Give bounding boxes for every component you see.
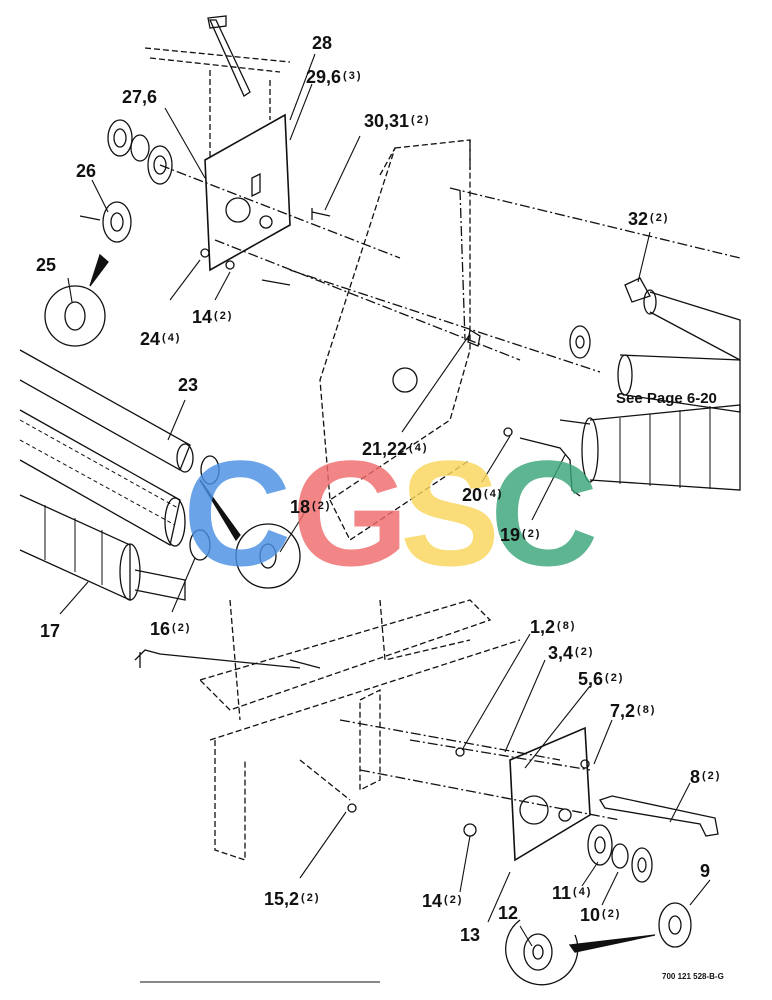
- rod-lower: [134, 649, 301, 669]
- callout-5-6: 5,6(2): [578, 669, 625, 689]
- drawing-code: 700 121 528-B-G: [662, 972, 724, 981]
- callout-18: 18(2): [290, 497, 332, 517]
- watermark-letter-g: G: [292, 429, 409, 597]
- slatted-roller: [19, 409, 186, 547]
- callout-26: 26: [76, 161, 97, 181]
- bar-8: [599, 795, 719, 837]
- callout-11: 11(4): [552, 883, 593, 903]
- callout-21-22: 21,22(4): [362, 439, 429, 459]
- callout-12: 12: [498, 903, 519, 923]
- see-page-note: See Page 6-20: [616, 390, 717, 407]
- callout-14-lower: 14(2): [422, 891, 464, 911]
- right-drive-roller: [617, 354, 741, 413]
- upper-bearing-stack: [102, 119, 173, 243]
- callout-17: 17: [40, 621, 61, 641]
- callout-19: 19(2): [500, 525, 542, 545]
- callout-13: 13: [460, 925, 481, 945]
- callout-29-6: 29,6(3): [306, 67, 363, 87]
- detail-circle-25: [44, 285, 106, 347]
- callout-7-2: 7,2(8): [610, 701, 657, 721]
- lower-bearing-stack: [587, 824, 692, 948]
- callout-16: 16(2): [150, 619, 192, 639]
- leader-lines: [59, 53, 711, 947]
- callout-24: 24(4): [140, 329, 182, 349]
- callout-32: 32(2): [628, 209, 670, 229]
- upper-bearing-plate: [204, 113, 291, 272]
- roller-23: [19, 349, 194, 473]
- callout-1-2: 1,2(8): [530, 617, 577, 637]
- callout-23: 23: [178, 375, 199, 395]
- callout-28: 28: [312, 33, 333, 53]
- callout-25: 25: [36, 255, 57, 275]
- lower-bearing-plate: [509, 726, 591, 862]
- upper-frame-sheet: [319, 139, 471, 541]
- detail-circle-12: [505, 919, 579, 986]
- callout-14-upper: 14(2): [192, 307, 234, 327]
- lower-frame: [198, 599, 521, 861]
- callout-20: 20(4): [462, 485, 504, 505]
- watermark-letter-s: S: [400, 429, 501, 597]
- callout-30-31: 30,31(2): [364, 111, 431, 131]
- callout-10: 10(2): [580, 905, 622, 925]
- detail-circle-18: [235, 523, 301, 589]
- top-mount-arm: [208, 19, 251, 97]
- callout-8: 8(2): [690, 767, 722, 787]
- watermark-letter-c1: C: [183, 429, 292, 597]
- roller-17: [19, 494, 186, 602]
- callout-27-6: 27,6: [122, 87, 158, 107]
- watermark-letter-c2: C: [490, 429, 599, 597]
- callout-15-2: 15,2(2): [264, 889, 321, 909]
- roller-32: [624, 277, 741, 362]
- rod-19: [519, 437, 581, 497]
- callout-3-4: 3,4(2): [548, 643, 595, 663]
- right-lower-roller: [559, 404, 741, 491]
- callout-9: 9: [700, 861, 711, 881]
